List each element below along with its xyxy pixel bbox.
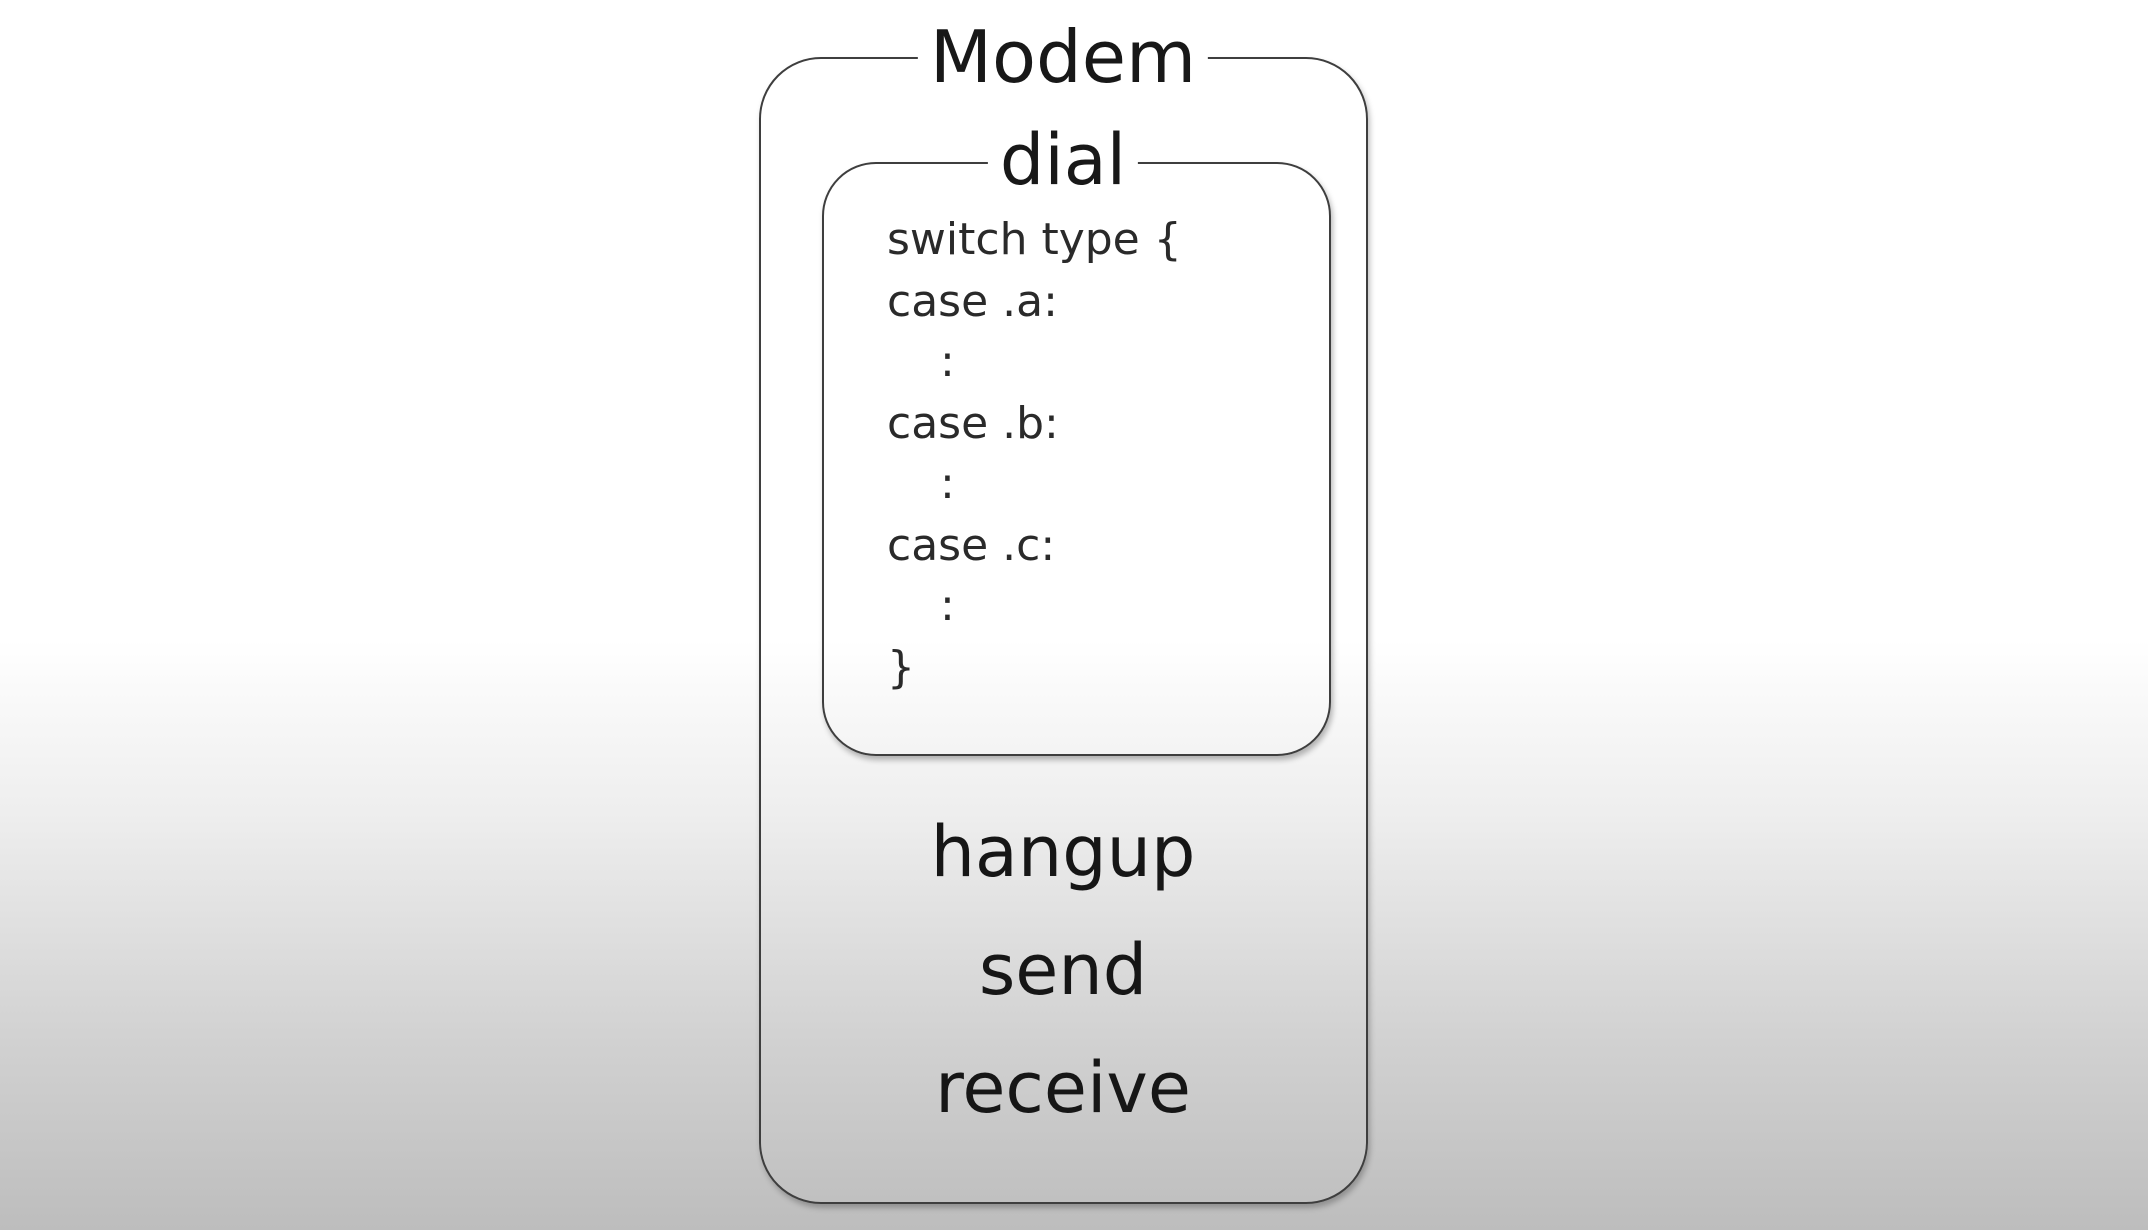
method-receive: receive bbox=[935, 1047, 1191, 1129]
method-hangup: hangup bbox=[930, 811, 1196, 893]
code-line-ellipsis-a: : bbox=[940, 336, 955, 387]
code-line-switch: switch type { bbox=[887, 214, 1182, 265]
modem-class-title: Modem bbox=[917, 17, 1209, 97]
code-line-case-c: case .c: bbox=[887, 520, 1056, 571]
code-line-ellipsis-b: : bbox=[940, 458, 955, 509]
code-line-ellipsis-c: : bbox=[940, 580, 955, 631]
code-line-case-b: case .b: bbox=[887, 398, 1059, 449]
code-line-closing-brace: } bbox=[887, 642, 915, 693]
dial-method-title: dial bbox=[987, 121, 1139, 199]
method-send: send bbox=[978, 929, 1148, 1011]
code-line-case-a: case .a: bbox=[887, 276, 1058, 327]
